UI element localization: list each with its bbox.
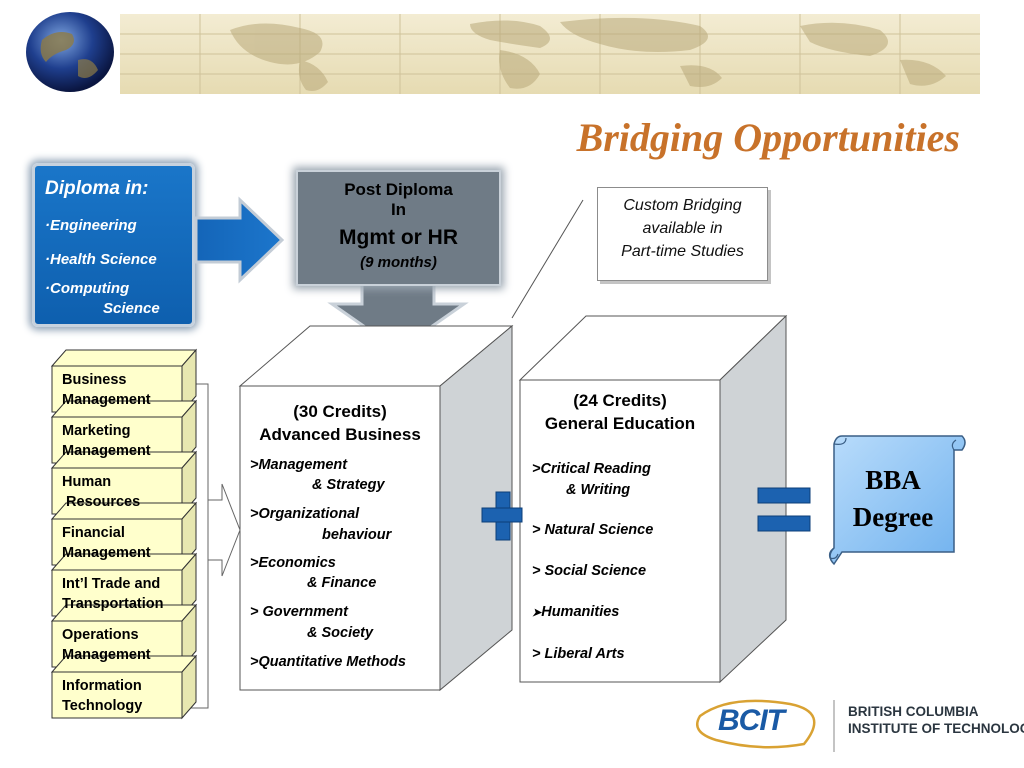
- diploma-item-computing-science: Science: [103, 300, 160, 317]
- bcit-logo-swoosh: [696, 699, 816, 749]
- specialization-human-resources: Human Resources: [62, 474, 141, 510]
- specialization-information-technology: Information Technology: [62, 678, 143, 714]
- course-item: > Natural Science: [532, 522, 654, 538]
- diploma-heading: Diploma in:: [45, 178, 149, 199]
- general-education-cube: [518, 314, 788, 684]
- degree-line: BBA: [865, 465, 921, 495]
- globe-icon: [26, 12, 114, 92]
- arrow-to-post-diploma: [194, 196, 285, 284]
- diploma-box: Diploma in: ·Engineering ·Health Science…: [32, 163, 195, 327]
- stack-box: [50, 654, 198, 720]
- custom-bridging-callout: Custom Bridging available in Part-time S…: [597, 187, 768, 281]
- world-map-background: [120, 14, 980, 94]
- course-item: >Critical Reading: [532, 461, 651, 477]
- specialization-business-management: Business Management: [62, 372, 151, 408]
- course-item: > Social Science: [532, 563, 647, 579]
- course-item: & Society: [307, 625, 374, 641]
- callout-pointer-line: [511, 199, 584, 319]
- course-item: & Finance: [307, 575, 377, 591]
- degree-line: Degree: [852, 502, 934, 532]
- institution-name: BRITISH COLUMBIA INSTITUTE OF TECHNOLOGY: [848, 704, 1024, 736]
- general-education-heading: General Education: [544, 414, 696, 433]
- general-education-credits: (24 Credits): [573, 391, 667, 410]
- course-item: > Liberal Arts: [532, 646, 625, 662]
- post-diploma-line: In: [390, 200, 407, 219]
- plus-icon: [481, 491, 523, 541]
- course-item: & Strategy: [312, 477, 385, 493]
- specialization-marketing-management: Marketing Management: [62, 423, 151, 459]
- post-diploma-duration: (9 months): [360, 254, 437, 271]
- course-item: & Writing: [566, 482, 631, 498]
- course-item: > Government: [250, 604, 348, 620]
- specialization-bracket: [189, 383, 241, 709]
- callout-line: available in: [642, 220, 723, 237]
- specialization-stack: [50, 348, 198, 720]
- course-item: behaviour: [322, 527, 392, 543]
- slide-title: Bridging Opportunities: [576, 115, 960, 160]
- callout-line: Part-time Studies: [621, 243, 744, 260]
- diploma-item-computing: ·Computing: [45, 280, 130, 297]
- diploma-item-engineering: ·Engineering: [45, 217, 137, 234]
- course-item: >Quantitative Methods: [250, 654, 406, 670]
- header-map-banner: [0, 0, 1024, 98]
- degree-scroll: [828, 435, 966, 566]
- course-item-humanities: ➤Humanities: [532, 604, 620, 620]
- callout-line: Custom Bridging: [623, 197, 742, 214]
- course-item: >Management: [250, 457, 348, 473]
- course-item: >Economics: [250, 555, 336, 571]
- advanced-business-cube: [238, 324, 514, 692]
- bba-degree-label: BBA Degree: [832, 462, 954, 536]
- diploma-item-health-science: ·Health Science: [45, 251, 157, 268]
- course-item: >Organizational: [250, 506, 360, 522]
- advanced-business-heading: Advanced Business: [259, 425, 421, 444]
- specialization-financial-management: Financial Management: [62, 525, 151, 561]
- arrow-bullet-icon: ➤: [532, 607, 542, 619]
- post-diploma-program: Mgmt or HR: [339, 226, 458, 249]
- equals-icon: [757, 487, 811, 532]
- specialization-operations-management: Operations Management: [62, 627, 151, 663]
- bcit-logo: BCIT: [718, 704, 785, 737]
- post-diploma-box: Post Diploma In Mgmt or HR (9 months): [296, 170, 501, 286]
- post-diploma-line: Post Diploma: [344, 180, 453, 199]
- advanced-business-credits: (30 Credits): [293, 402, 387, 421]
- specialization-intl-trade: Int’l Trade and Transportation: [62, 576, 164, 612]
